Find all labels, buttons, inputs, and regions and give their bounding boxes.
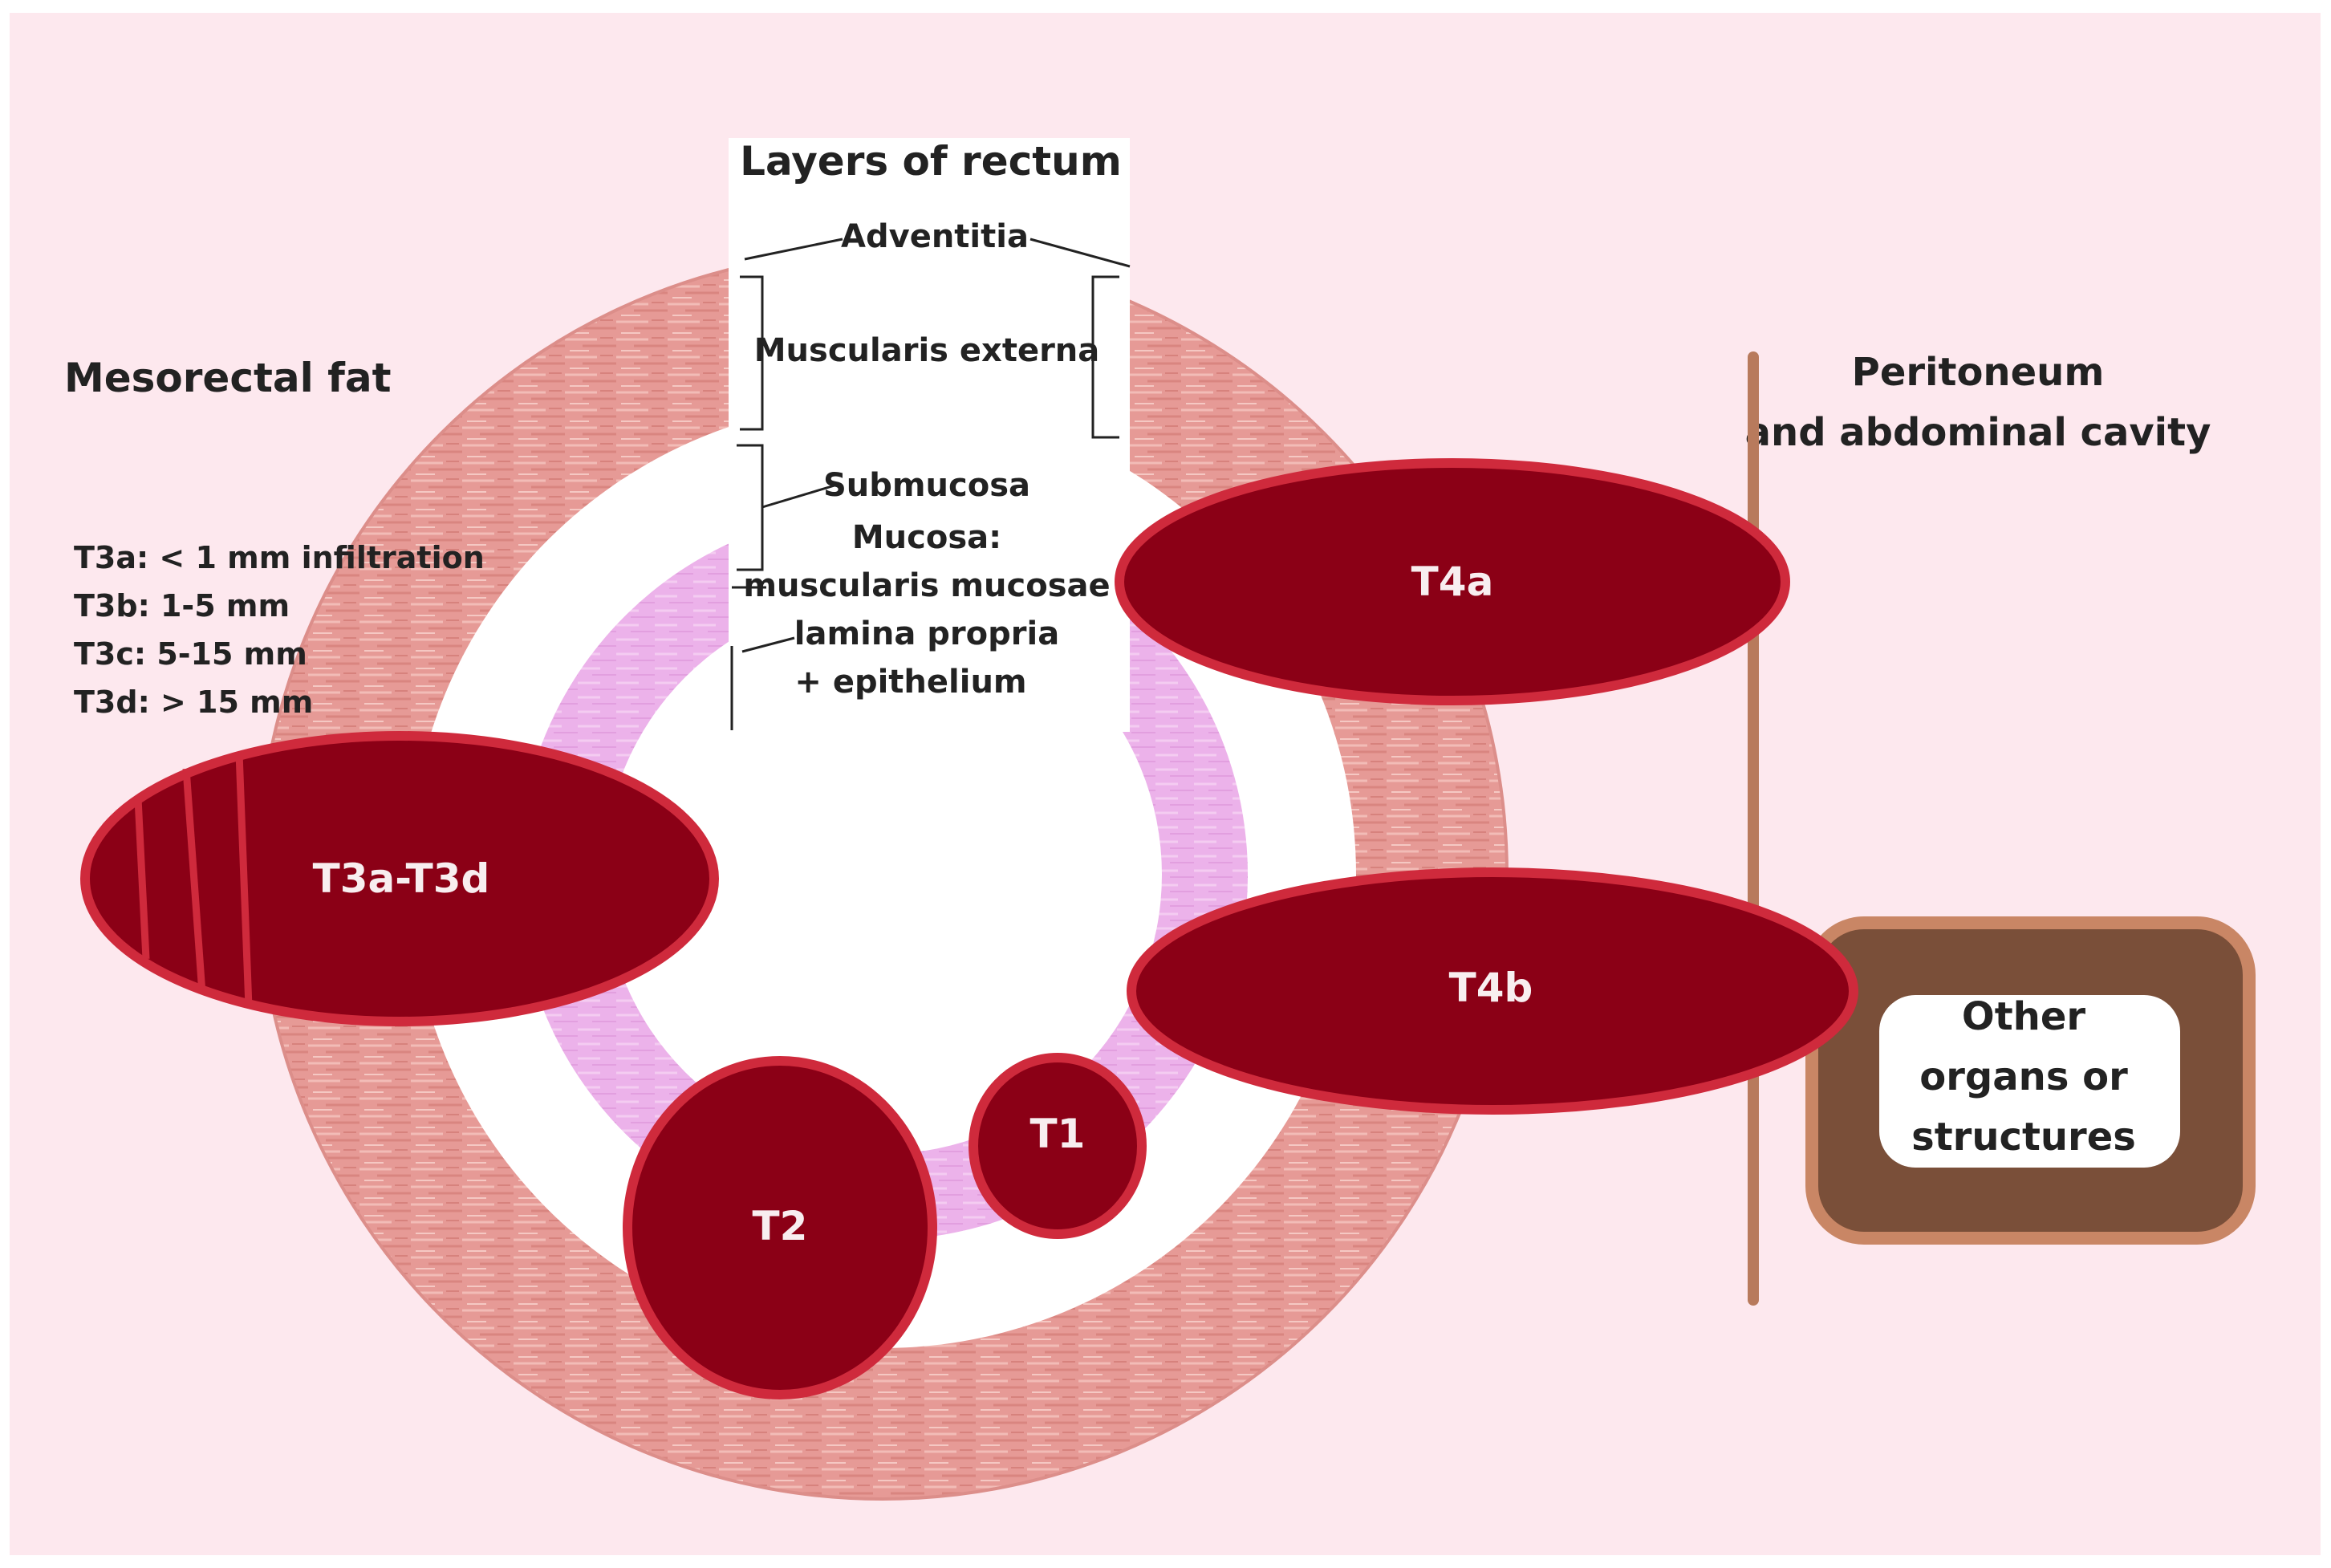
t3-stripe-1 [134,798,150,960]
peritoneum-label-line1: Peritoneum [1852,350,2105,395]
t3d-criteria: T3d: > 15 mm [74,684,313,720]
epithelium-label: + epithelium [794,664,1026,701]
t3c-criteria: T3c: 5-15 mm [74,636,307,672]
adventitia-leader-right [1029,238,1131,268]
lamina-propria-label: lamina propria [794,615,1059,652]
muscularis-mucosae-label: muscularis mucosae [743,567,1110,604]
t3-stripe-2 [182,768,206,994]
t3-substage-stripes [134,752,253,1008]
other-organs-label-line1: Other [1962,994,2085,1039]
tumor-t2 [623,1056,937,1399]
mesorectal-fat-label: Mesorectal fat [64,355,392,401]
tumor-t1-label: T1 [1030,1111,1086,1157]
lamina-propria-leader [741,636,795,653]
adventitia-label: Adventitia [841,218,1029,255]
other-organs-label-panel [1879,995,2180,1168]
layers-title: Layers of rectum [740,138,1122,185]
tumor-t3-label: T3a-T3d [313,855,490,902]
submucosa-leader [761,484,835,509]
submucosa-label: Submucosa [823,467,1030,504]
layers-label-panel [729,138,1130,732]
tumor-t4b [1127,867,1858,1115]
tumor-t4b-label: T4b [1449,965,1533,1011]
other-organs-label-line3: structures [1911,1115,2136,1160]
muscularis-bracket-right [1091,275,1119,439]
layer-indicators [730,238,1131,730]
t3b-criteria: T3b: 1-5 mm [74,588,290,624]
tumor-t4a [1115,458,1790,705]
t3-stripe-3 [235,752,253,1008]
t3a-criteria: T3a: < 1 mm infiltration [74,540,485,575]
mucosa-label: Mucosa: [852,519,1001,556]
peritoneum-label-line2: and abdominal cavity [1745,410,2211,455]
other-organs-label-line2: organs or [1919,1054,2128,1099]
tumor-t1 [969,1053,1147,1239]
tumor-t4a-label: T4a [1411,559,1494,605]
muscularis-bracket-left [740,275,764,431]
lumen [603,595,1162,1154]
tumor-t2-label: T2 [753,1203,808,1249]
muscularis-externa-label: Muscularis externa [754,332,1100,369]
submucosa-bracket [737,444,764,571]
tumor-stages [80,458,1858,1399]
adventitia-leader-left [744,238,843,261]
